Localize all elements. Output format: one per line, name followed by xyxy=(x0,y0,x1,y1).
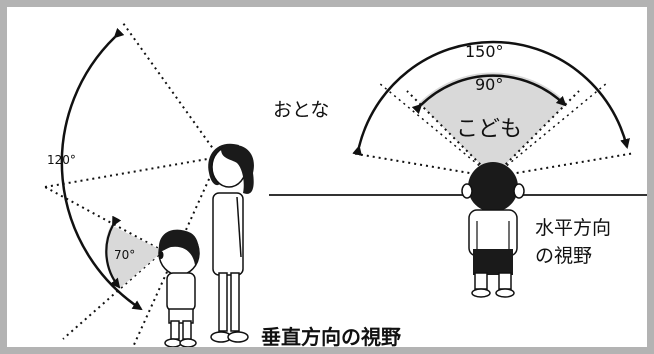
child-horizontal-angle-label: 90° xyxy=(475,75,504,94)
adult-horizontal-arc xyxy=(352,40,630,156)
adult-vertical-arc xyxy=(60,27,143,311)
adult-left-sight-line xyxy=(350,152,494,178)
adult-vertical-angle-label: 120° xyxy=(47,153,76,167)
child-figure-back xyxy=(461,162,525,298)
vertical-caption: 垂直方向の視野 xyxy=(261,325,401,349)
adult-right-sight-line xyxy=(492,152,636,178)
adult-left-outer-line xyxy=(378,82,494,178)
child-lower-sight-line xyxy=(62,250,164,340)
adult-label: おとな xyxy=(273,99,330,121)
horizontal-caption-line1: 水平方向 xyxy=(535,217,612,239)
vertical-view xyxy=(44,22,254,347)
child-left-sight-line xyxy=(406,90,494,178)
child-upper-sight-line xyxy=(44,186,164,252)
child-figure-side xyxy=(158,229,200,347)
adult-figure xyxy=(208,143,254,343)
child-vertical-angle-label: 70° xyxy=(114,248,136,262)
adult-upper-sight-line xyxy=(122,22,220,158)
horizontal-view xyxy=(269,40,647,298)
adult-horizontal-angle-label: 150° xyxy=(465,42,504,61)
child-right-sight-line xyxy=(492,90,580,178)
field-of-view-diagram xyxy=(44,22,647,347)
adult-right-outer-line xyxy=(492,82,608,178)
child-horizontal-arc xyxy=(411,74,567,115)
child-label: こども xyxy=(456,117,523,142)
horizontal-caption-line2: の視野 xyxy=(535,245,593,267)
